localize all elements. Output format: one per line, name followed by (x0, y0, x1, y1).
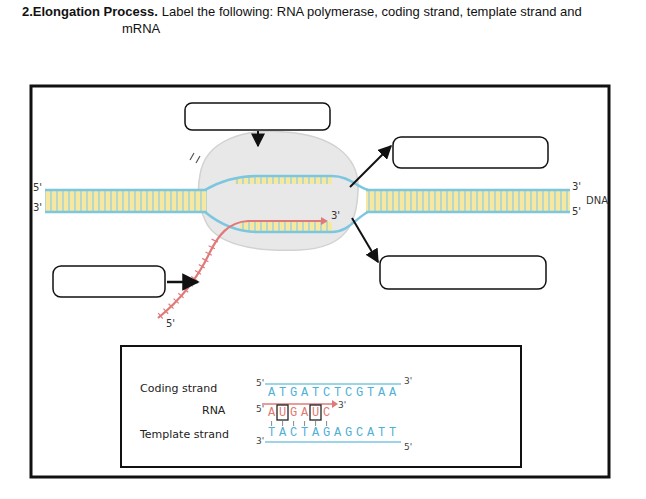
dna-strand (45, 211, 207, 214)
strand-end-label: 3' (572, 181, 581, 193)
blank-answer-box (393, 137, 548, 168)
dna-strand (45, 189, 207, 192)
leader-arrow (350, 146, 391, 187)
dna-rungs (45, 190, 207, 212)
strand-end-label: 5' (404, 440, 412, 454)
header: 2.Elongation Process.Label the following… (22, 3, 622, 37)
title-text: 2.Elongation Process. (22, 4, 158, 19)
template-line (265, 441, 401, 443)
coding-strand-line (205, 176, 368, 190)
blank-answer-box (380, 256, 546, 289)
rna-sequence: AUGAUC (268, 406, 334, 420)
dna-rungs (366, 190, 570, 212)
rna-ticks (158, 240, 215, 318)
bubble-rungs (240, 222, 332, 231)
bubble-rungs (235, 177, 332, 184)
strand-end-label: 3' (404, 374, 412, 388)
strand-end-label: 5' (256, 376, 264, 390)
molecule-name: DNA (586, 195, 608, 207)
instruction-text: Label the following: RNA polymerase, cod… (122, 4, 582, 36)
strand-end-label: 5' (572, 206, 581, 218)
base-pair-ticks (272, 421, 327, 426)
strand-end-label: 5' (33, 182, 42, 194)
frame (31, 86, 609, 477)
dna-strand (366, 211, 570, 214)
motion-marks (190, 153, 200, 163)
dna-sequence: TACTAGAGCATT (268, 426, 400, 440)
blank-answer-box (185, 103, 330, 130)
strand-end-label: 3' (331, 210, 340, 222)
strand-name: Coding strand (140, 382, 217, 396)
strand-end-label: 5' (256, 402, 264, 416)
blank-answer-box (53, 266, 165, 297)
leader-arrow (257, 131, 259, 146)
strand-end-label: 3' (256, 434, 264, 448)
rna-arrowhead (321, 217, 328, 225)
strand-name: Template strand (140, 428, 229, 442)
leader-arrow (167, 281, 198, 284)
strand-end-label: 5' (166, 318, 175, 330)
strand-end-label: 3' (338, 398, 346, 412)
strand-end-label: 3' (33, 202, 42, 214)
rna-strand (158, 221, 322, 318)
sequence-inset-box: Coding strand5'ATGATCTCGTAA3'RNA5'AUGAUC… (120, 345, 522, 468)
dna-strand (366, 189, 570, 192)
leader-arrow (352, 218, 378, 262)
strand-name: RNA (202, 404, 225, 418)
dna-sequence: ATGATCTCGTAA (268, 386, 400, 400)
coding-line (265, 383, 401, 385)
